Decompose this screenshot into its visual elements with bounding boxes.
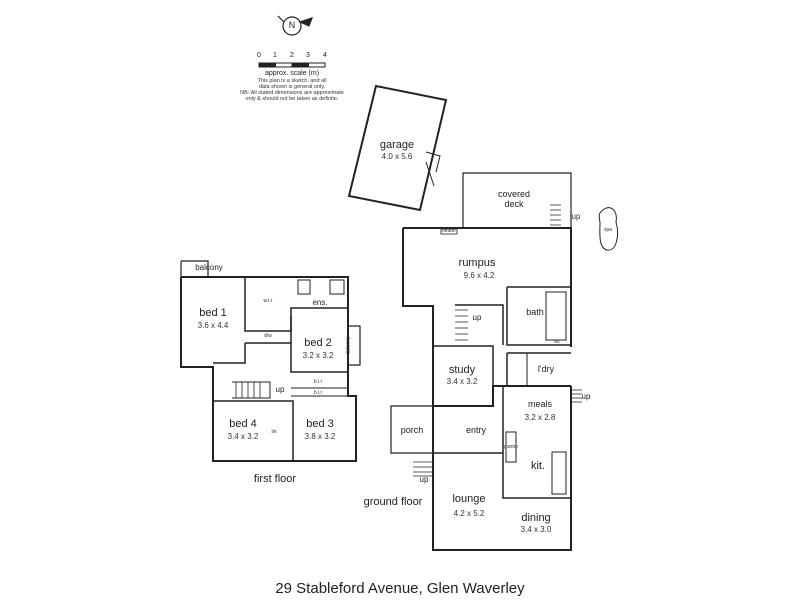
scale-note-line-2: data shown is general only. <box>258 84 326 90</box>
scale-tick-1: 1 <box>273 52 277 59</box>
dining-label: dining <box>521 512 551 524</box>
scale-note: This plan is a sketch, and all data show… <box>232 78 352 102</box>
scale-note-line-4: only & should not be taken as definite. <box>245 96 339 102</box>
ens-label: ens. <box>312 298 328 307</box>
pantry-label: pantry <box>504 444 518 450</box>
balcony-side-label: balcony <box>345 336 352 354</box>
rumpus-label: rumpus <box>458 257 496 269</box>
up-porch: up <box>419 475 429 484</box>
bed3-dim: 3.8 x 3.2 <box>304 432 336 441</box>
ldry-label: l'dry <box>537 364 555 374</box>
spa-label: spa <box>603 227 613 233</box>
rumpus-dim: 9.6 x 4.2 <box>463 271 495 280</box>
meals-label: meals <box>527 399 553 409</box>
balcony-label: balcony <box>195 263 223 272</box>
scale-bar <box>258 62 326 68</box>
scale-note-line-3: NB: All stated dimensions are approximat… <box>240 90 344 96</box>
lin-label: lin <box>271 429 277 435</box>
porch-label: porch <box>400 425 424 435</box>
bir2-label: b.i.r <box>313 390 323 396</box>
dining-dim: 3.4 x 3.0 <box>520 525 552 534</box>
garage-outline <box>347 84 448 212</box>
study-dim: 3.4 x 3.2 <box>446 377 478 386</box>
scale-label: approx. scale (m) <box>264 70 320 77</box>
scale-tick-2: 2 <box>290 52 294 59</box>
bed2-dim: 3.2 x 3.2 <box>302 351 334 360</box>
ground-floor-walls <box>390 227 582 551</box>
covered-deck-label: covered deck <box>497 189 531 209</box>
bath-label: bath <box>526 307 544 317</box>
wc-label: wc <box>553 339 561 345</box>
first-floor-walls <box>180 260 361 462</box>
scale-tick-4: 4 <box>323 52 327 59</box>
wir-label: w.i.r <box>263 298 273 304</box>
compass-letter: N <box>288 20 296 30</box>
up-rumpus: up <box>472 313 482 322</box>
property-address: 29 Stableford Avenue, Glen Waverley <box>275 580 525 597</box>
dw-label: d/w <box>264 333 272 339</box>
covered-deck-outline <box>462 172 572 228</box>
heater-label: heater <box>441 228 457 234</box>
garage-dim: 4.0 x 5.6 <box>381 152 413 161</box>
garage-label: garage <box>379 139 415 151</box>
study-label: study <box>448 364 476 376</box>
ground-floor-label: ground floor <box>363 496 423 508</box>
entry-label: entry <box>465 425 487 435</box>
up-first-floor: up <box>275 385 285 394</box>
scale-tick-3: 3 <box>306 52 310 59</box>
spa-shape <box>598 207 619 251</box>
bed3-label: bed 3 <box>306 418 334 430</box>
lounge-label: lounge <box>452 493 486 505</box>
bed4-dim: 3.4 x 3.2 <box>227 432 259 441</box>
bed4-label: bed 4 <box>229 418 257 430</box>
lounge-dim: 4.2 x 5.2 <box>453 509 485 518</box>
up-deck: up <box>571 212 581 221</box>
bir1-label: b.i.r <box>313 379 323 385</box>
meals-dim: 3.2 x 2.8 <box>524 413 556 422</box>
scale-tick-0: 0 <box>257 52 261 59</box>
bed1-dim: 3.6 x 4.4 <box>197 321 229 330</box>
kit-label: kit. <box>530 460 546 472</box>
north-arrow-icon <box>277 15 314 36</box>
up-meals: up <box>581 392 591 401</box>
bed1-label: bed 1 <box>199 307 227 319</box>
bed2-label: bed 2 <box>304 337 332 349</box>
scale-note-line-1: This plan is a sketch, and all <box>257 78 327 84</box>
first-floor-label: first floor <box>253 473 297 485</box>
